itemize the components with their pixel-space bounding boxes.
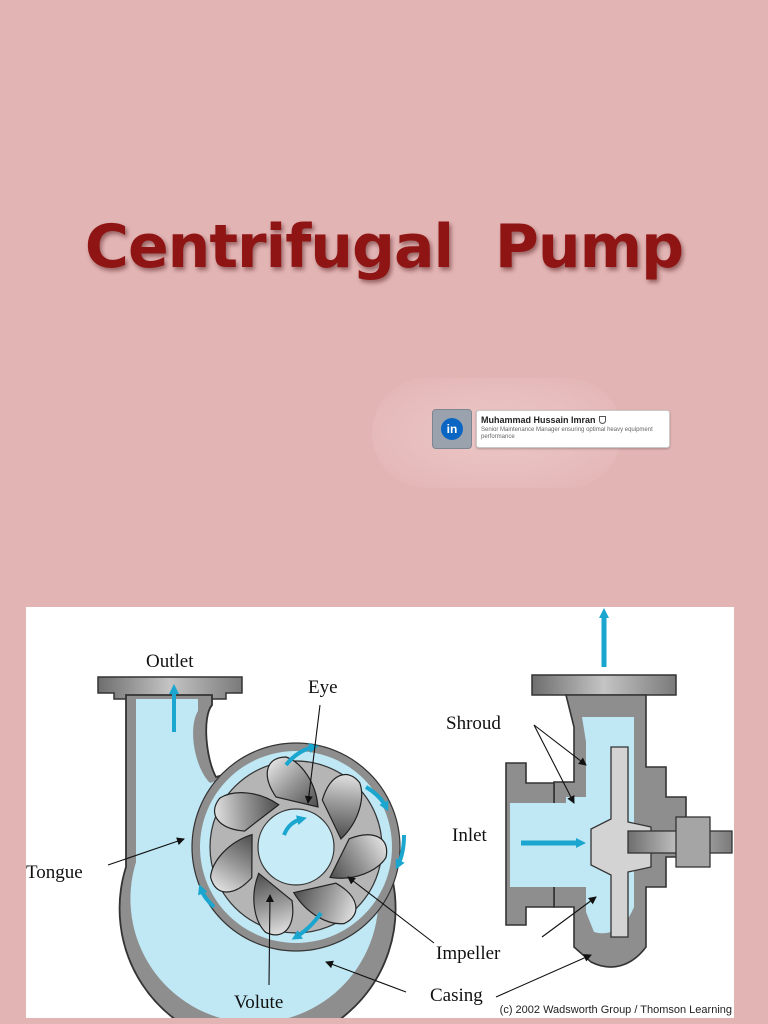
profile-headline: Senior Maintenance Manager ensuring opti… [481, 427, 653, 440]
section-view [505, 608, 733, 968]
slide-title: Centrifugal Pump [84, 212, 684, 282]
label-casing: Casing [430, 985, 483, 1006]
linkedin-icon[interactable]: in [433, 410, 471, 448]
impeller-blades [209, 756, 388, 936]
bearing-housing [675, 816, 711, 868]
label-outlet: Outlet [146, 651, 194, 672]
profile-name: Muhammad Hussain Imran [481, 415, 596, 425]
label-impeller: Impeller [436, 943, 501, 964]
label-eye: Eye [308, 677, 338, 698]
impeller-eye [257, 808, 335, 886]
figure-credit: (c) 2002 Wadsworth Group / Thomson Learn… [499, 1004, 732, 1016]
section-flow-arrows [521, 608, 609, 848]
verified-shield-icon [598, 416, 606, 424]
section-outlet-flange [531, 674, 677, 696]
label-tongue: Tongue [26, 862, 83, 883]
label-inlet: Inlet [452, 825, 487, 846]
label-volute: Volute [234, 992, 284, 1013]
pump-drawing [97, 608, 733, 1018]
flow-arrows [169, 684, 406, 940]
profile-name-row: Muhammad Hussain Imran [481, 415, 606, 425]
impeller-section [590, 746, 652, 938]
pump-diagram: Outlet Eye Tongue Volute Shroud Inlet Im… [26, 607, 734, 1018]
volute-view [97, 676, 406, 1018]
leader-lines [107, 704, 597, 998]
linkedin-logo: in [441, 418, 463, 440]
label-shroud: Shroud [446, 713, 501, 734]
linkedin-profile-card[interactable]: Muhammad Hussain Imran Senior Maintenanc… [476, 410, 670, 448]
